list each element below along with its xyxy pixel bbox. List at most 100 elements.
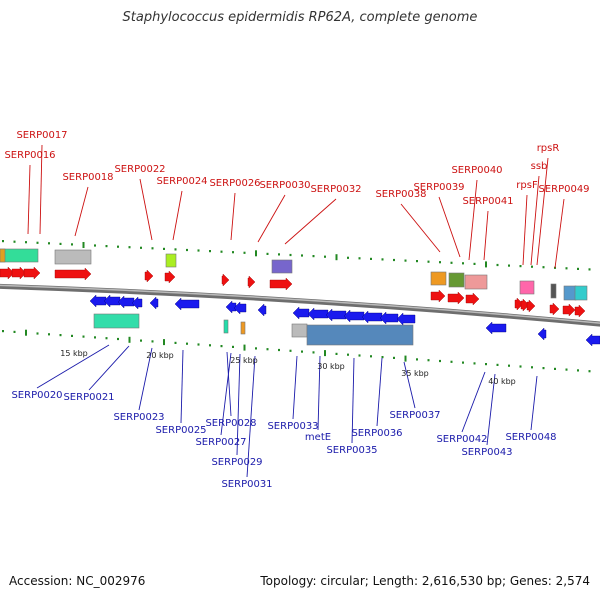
outer-strand-tick <box>82 242 85 248</box>
gene-label-SERP0020: SERP0020 <box>11 390 62 401</box>
outer-strand-tick <box>59 242 62 245</box>
gene-label-SERP0039: SERP0039 <box>413 182 464 193</box>
outer-strand-tick <box>462 262 464 265</box>
inner-strand-tick <box>393 356 395 359</box>
gene-label-SERP0023: SERP0023 <box>113 412 164 423</box>
inner-strand-tick <box>232 345 234 348</box>
outer-strand-tick <box>105 245 108 248</box>
outer-strand-tick <box>393 258 395 262</box>
gene-label-SERP0040: SERP0040 <box>451 165 502 176</box>
outer-strand-tick <box>358 257 361 260</box>
outer-strand-tick <box>427 260 430 263</box>
inner-strand-tick <box>301 350 303 353</box>
leader-line-SERP0031 <box>246 355 256 478</box>
leader-line-metE <box>317 355 321 431</box>
feature-block-3 <box>54 249 92 265</box>
inner-strand-tick <box>266 348 269 351</box>
scale-label: 15 kbp <box>60 349 88 358</box>
feature-block-5 <box>271 259 293 274</box>
outer-strand-tick <box>209 250 211 253</box>
gene-label-SERP0030: SERP0030 <box>259 180 310 191</box>
gene-label-SERP0028: SERP0028 <box>205 418 256 429</box>
reverse-gene-arrow-14 <box>361 310 383 324</box>
inner-strand-tick <box>565 368 568 371</box>
outer-strand-tick <box>347 256 349 259</box>
gene-label-SERP0038: SERP0038 <box>375 189 426 200</box>
reverse-gene-arrow-16 <box>396 312 416 326</box>
reverse-gene-arrow-13 <box>343 309 365 323</box>
reverse-gene-arrow-1 <box>89 294 107 308</box>
inner-strand-tick <box>381 356 384 359</box>
outer-strand-tick <box>577 267 579 270</box>
inner-strand-tick <box>128 336 131 343</box>
leader-line-SERP0043 <box>486 373 496 446</box>
gene-label-rpsF: rpsF <box>516 180 538 191</box>
forward-gene-arrow-11 <box>447 291 465 305</box>
inner-strand-tick <box>36 332 39 335</box>
outer-strand-tick <box>25 241 27 244</box>
outer-strand-tick <box>2 240 4 243</box>
outer-strand-tick <box>404 259 407 262</box>
topology-info: Topology: circular; Length: 2,616,530 bp… <box>260 574 590 588</box>
reverse-gene-arrow-12 <box>325 308 347 322</box>
reverse-gene-arrow-6 <box>174 297 200 311</box>
scale-label: 40 kbp <box>488 377 516 386</box>
leader-line-SERP0049 <box>554 198 565 269</box>
inner-strand-tick <box>140 339 142 342</box>
gene-label-SERP0022: SERP0022 <box>114 164 165 175</box>
forward-gene-arrow-4 <box>54 267 92 281</box>
inner-strand-tick <box>554 367 556 370</box>
inner-strand-tick <box>404 355 407 362</box>
feature-block-9 <box>519 280 535 295</box>
reverse-gene-arrow-2 <box>103 294 121 308</box>
reverse-gene-arrow-15 <box>379 311 399 325</box>
leader-line-SERP0035 <box>351 357 355 444</box>
outer-strand-tick <box>312 255 315 258</box>
inner-strand-tick <box>25 329 27 336</box>
inner-strand-tick <box>105 337 108 340</box>
leader-line-SERP0018 <box>74 186 89 237</box>
inner-strand-tick <box>255 347 257 350</box>
forward-gene-arrow-14 <box>520 298 530 312</box>
forward-gene-arrow-15 <box>526 299 536 313</box>
gene-label-SERP0041: SERP0041 <box>462 196 513 207</box>
forward-gene-arrow-9 <box>269 277 293 291</box>
inner-strand-tick <box>289 349 292 352</box>
outer-strand-tick <box>71 243 73 246</box>
gene-label-SERP0036: SERP0036 <box>351 428 402 439</box>
leader-line-SERP0036 <box>376 357 383 427</box>
leader-line-SERP0017 <box>39 144 43 235</box>
outer-strand-tick <box>588 268 591 271</box>
outer-strand-tick <box>542 266 545 269</box>
gene-label-SERP0021: SERP0021 <box>63 392 114 403</box>
forward-gene-arrow-1 <box>0 266 15 280</box>
map-title: Staphylococcus epidermidis RP62A, comple… <box>122 10 478 25</box>
outer-strand-tick <box>151 247 154 250</box>
outer-strand-tick <box>565 267 568 270</box>
outer-strand-tick <box>289 253 292 257</box>
feature-block-1 <box>0 248 39 263</box>
inner-strand-tick <box>485 363 487 366</box>
gene-label-SERP0016: SERP0016 <box>4 150 55 161</box>
reverse-gene-arrow-8 <box>233 301 247 315</box>
outer-strand-tick <box>519 265 522 268</box>
inner-strand-tick <box>588 370 591 373</box>
forward-gene-arrow-8 <box>247 275 256 289</box>
leader-line-SERP0027 <box>220 352 232 436</box>
inner-strand-tick <box>59 334 62 337</box>
outer-strand-tick <box>13 240 16 243</box>
gene-label-SERP0032: SERP0032 <box>310 184 361 195</box>
inner-strand-tick <box>151 340 154 343</box>
feature-block-13 <box>93 313 140 329</box>
leader-line-SERP0040 <box>468 179 478 261</box>
outer-strand-tick <box>220 250 223 253</box>
gene-label-SERP0017: SERP0017 <box>16 130 67 141</box>
leader-line-SERP0037 <box>403 361 416 409</box>
outer-strand-tick <box>278 253 280 256</box>
outer-strand-tick <box>370 257 372 260</box>
inner-strand-tick <box>531 366 533 369</box>
outer-strand-tick <box>255 250 257 257</box>
leader-line-SERP0023 <box>138 347 153 411</box>
outer-strand-tick <box>232 251 234 254</box>
inner-strand-tick <box>577 369 579 372</box>
